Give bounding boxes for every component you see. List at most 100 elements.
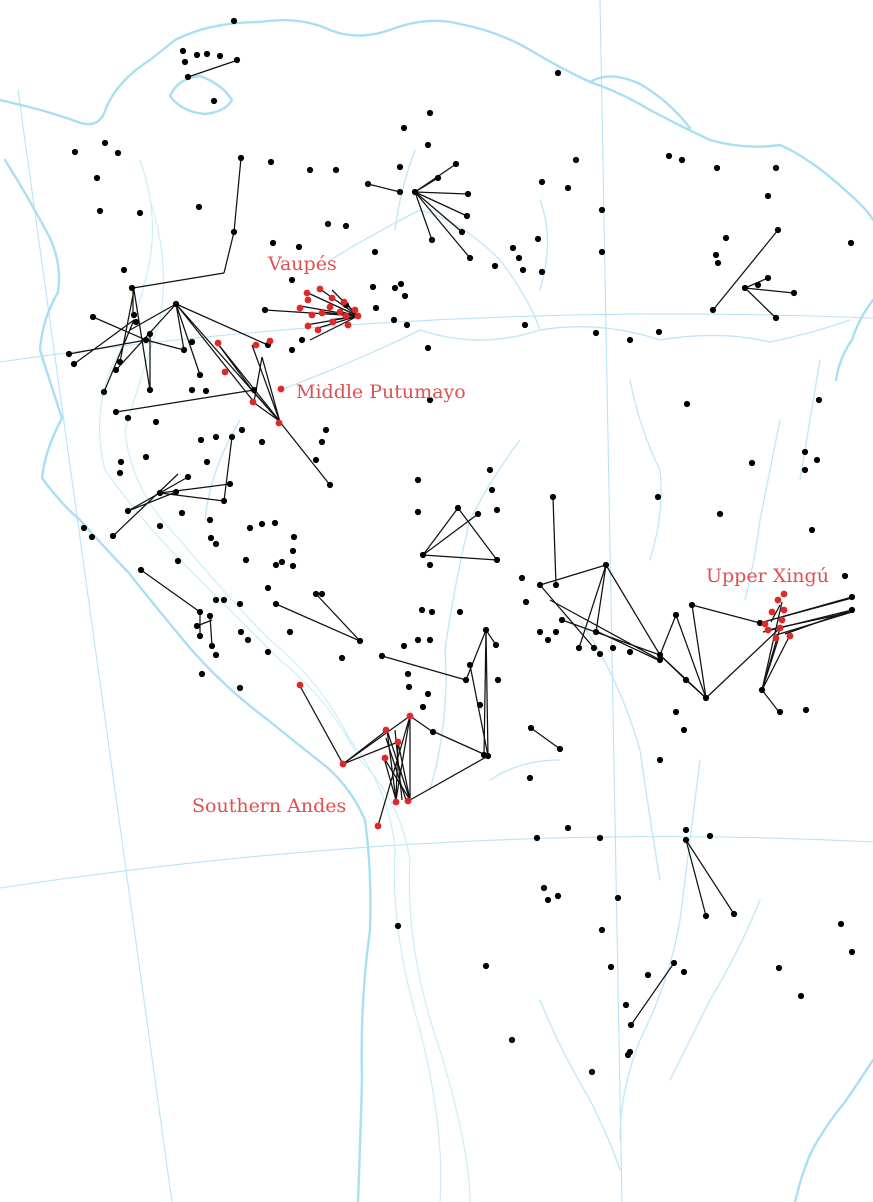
network-node xyxy=(758,686,766,694)
network-node xyxy=(592,628,600,636)
network-node xyxy=(491,262,499,270)
network-node xyxy=(196,632,204,640)
network-node xyxy=(371,248,379,256)
highlighted-node xyxy=(275,419,283,427)
network-node xyxy=(424,141,432,149)
network-node xyxy=(509,244,517,252)
network-node xyxy=(527,724,535,732)
network-node xyxy=(683,400,691,408)
river xyxy=(279,319,851,391)
network-node xyxy=(656,651,664,659)
highlighted-node xyxy=(266,337,274,345)
network-node xyxy=(338,654,346,662)
network-node xyxy=(230,228,238,236)
network-edge xyxy=(133,289,151,391)
network-node xyxy=(124,507,132,515)
river xyxy=(619,759,701,1141)
highlighted-node xyxy=(778,616,786,624)
network-node xyxy=(326,481,334,489)
network-node xyxy=(554,69,562,77)
network-node xyxy=(207,534,215,542)
network-edge xyxy=(414,177,439,193)
network-node xyxy=(706,832,714,840)
network-node xyxy=(258,438,266,446)
network-node xyxy=(146,386,154,394)
network-node xyxy=(655,328,663,336)
network-node xyxy=(295,243,303,251)
network-edge xyxy=(279,421,331,486)
network-edge xyxy=(630,962,675,1026)
highlighted-node xyxy=(774,596,782,604)
network-node xyxy=(764,274,772,282)
network-node xyxy=(482,962,490,970)
network-node xyxy=(722,234,730,242)
network-node xyxy=(88,533,96,541)
network-node xyxy=(549,493,557,501)
network-node xyxy=(730,910,738,918)
network-node xyxy=(419,551,427,559)
network-node xyxy=(534,235,542,243)
network-node xyxy=(665,152,673,160)
network-node xyxy=(596,834,604,842)
network-node xyxy=(772,314,780,322)
graticule-meridian xyxy=(17,89,173,1202)
region-label-southern-andes: Southern Andes xyxy=(192,795,346,817)
network-edge xyxy=(119,289,135,363)
network-node xyxy=(404,670,412,678)
network-node xyxy=(220,497,228,505)
network-node xyxy=(136,209,144,217)
network-node xyxy=(288,276,296,284)
network-edge xyxy=(307,292,359,317)
network-node xyxy=(482,626,490,634)
highlighted-node xyxy=(776,624,784,632)
network-node xyxy=(414,508,422,516)
network-edge xyxy=(317,315,359,329)
network-node xyxy=(848,606,856,614)
network-node xyxy=(117,458,125,466)
network-node xyxy=(109,532,117,540)
network-node xyxy=(680,968,688,976)
network-edge xyxy=(383,757,411,801)
network-node xyxy=(100,388,108,396)
network-edge xyxy=(605,564,661,656)
network-node xyxy=(486,466,494,474)
network-node xyxy=(521,321,529,329)
network-node xyxy=(179,47,187,55)
network-edge xyxy=(319,288,359,317)
network-edge xyxy=(705,627,781,699)
network-edge xyxy=(777,597,853,619)
coastline-northeast xyxy=(588,75,692,130)
river xyxy=(489,759,561,781)
network-node xyxy=(206,516,214,524)
network-node xyxy=(142,453,150,461)
network-edge xyxy=(261,356,281,423)
network-edge xyxy=(175,303,255,403)
network-node xyxy=(554,892,562,900)
network-edge xyxy=(761,639,779,691)
network-node xyxy=(533,834,541,842)
network-edge xyxy=(595,564,607,633)
network-edge xyxy=(469,664,489,757)
network-node xyxy=(590,644,598,652)
network-node xyxy=(116,469,124,477)
highlighted-node xyxy=(214,339,222,347)
network-edge xyxy=(761,634,791,691)
highlighted-node xyxy=(296,304,304,312)
network-node xyxy=(142,336,150,344)
network-node xyxy=(152,418,160,426)
network-node xyxy=(197,436,205,444)
network-edge xyxy=(381,655,467,681)
network-edge xyxy=(140,569,201,613)
network-edge xyxy=(309,315,359,341)
network-node xyxy=(172,300,180,308)
network-node xyxy=(622,1001,630,1009)
network-node xyxy=(552,628,560,636)
network-node xyxy=(174,557,182,565)
network-node xyxy=(494,676,502,684)
highlighted-node xyxy=(318,309,326,317)
network-node xyxy=(312,590,320,598)
network-node xyxy=(712,251,720,259)
coastline-east xyxy=(834,298,873,382)
network-node xyxy=(748,459,756,467)
network-node xyxy=(538,178,546,186)
